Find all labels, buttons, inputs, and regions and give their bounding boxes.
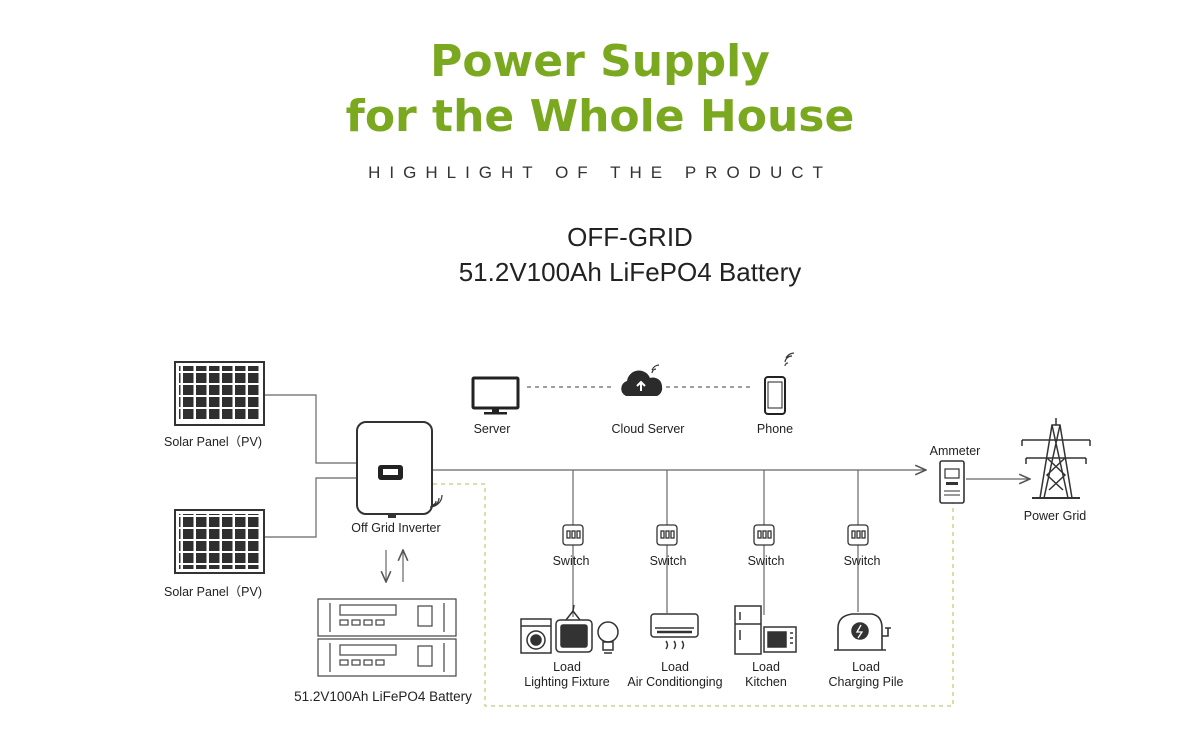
highlight-tagline: HIGHLIGHT OF THE PRODUCT xyxy=(368,163,832,182)
power-grid-label: Power Grid xyxy=(1024,509,1087,523)
inverter-label: Off Grid Inverter xyxy=(351,521,440,535)
ammeter-icon xyxy=(939,460,965,504)
appliances-icon xyxy=(520,604,619,654)
load-2-name: Air Conditionging xyxy=(627,675,722,689)
switch-label-2: Switch xyxy=(650,554,687,568)
air-conditioner-icon xyxy=(650,613,699,650)
cloud-server-label: Cloud Server xyxy=(612,422,685,436)
load-3-title: Load xyxy=(752,660,780,674)
load-2-title: Load xyxy=(661,660,689,674)
wiring xyxy=(264,394,1030,617)
phone-icon xyxy=(764,352,795,415)
load-4-name: Charging Pile xyxy=(828,675,903,689)
load-1-name: Lighting Fixture xyxy=(524,675,610,689)
load-4-title: Load xyxy=(852,660,880,674)
charging-pile-icon xyxy=(834,613,891,651)
ammeter-label: Ammeter xyxy=(930,444,981,458)
switch-label-3: Switch xyxy=(748,554,785,568)
switch-icon-3 xyxy=(753,524,775,546)
cloud-icon xyxy=(621,364,663,396)
switch-label-1: Switch xyxy=(553,554,590,568)
subtitle-battery: 51.2V100Ah LiFePO4 Battery xyxy=(458,257,802,287)
page-title-line2: for the Whole House xyxy=(345,91,855,142)
inverter-icon xyxy=(356,421,443,518)
battery-label: 51.2V100Ah LiFePO4 Battery xyxy=(294,689,472,704)
switch-icon-2 xyxy=(656,524,678,546)
solar-panel-top-icon xyxy=(174,361,265,426)
monitor-icon xyxy=(471,376,520,415)
solar-panel-bottom-label: Solar Panel（PV) xyxy=(164,585,262,599)
switch-icon-1 xyxy=(562,524,584,546)
switch-icon-4 xyxy=(847,524,869,546)
server-label: Server xyxy=(474,422,511,436)
power-tower-icon xyxy=(1021,418,1091,499)
switch-label-4: Switch xyxy=(844,554,881,568)
phone-label: Phone xyxy=(757,422,793,436)
solar-panel-top-label: Solar Panel（PV) xyxy=(164,435,262,449)
solar-panel-bottom-icon xyxy=(174,509,265,574)
page-title-line1: Power Supply xyxy=(430,36,770,87)
kitchen-icon xyxy=(734,605,797,655)
subtitle-mode: OFF-GRID xyxy=(567,222,693,252)
load-1-title: Load xyxy=(553,660,581,674)
battery-icon xyxy=(317,598,457,677)
load-3-name: Kitchen xyxy=(745,675,787,689)
battery-ammeter-link xyxy=(433,483,954,707)
